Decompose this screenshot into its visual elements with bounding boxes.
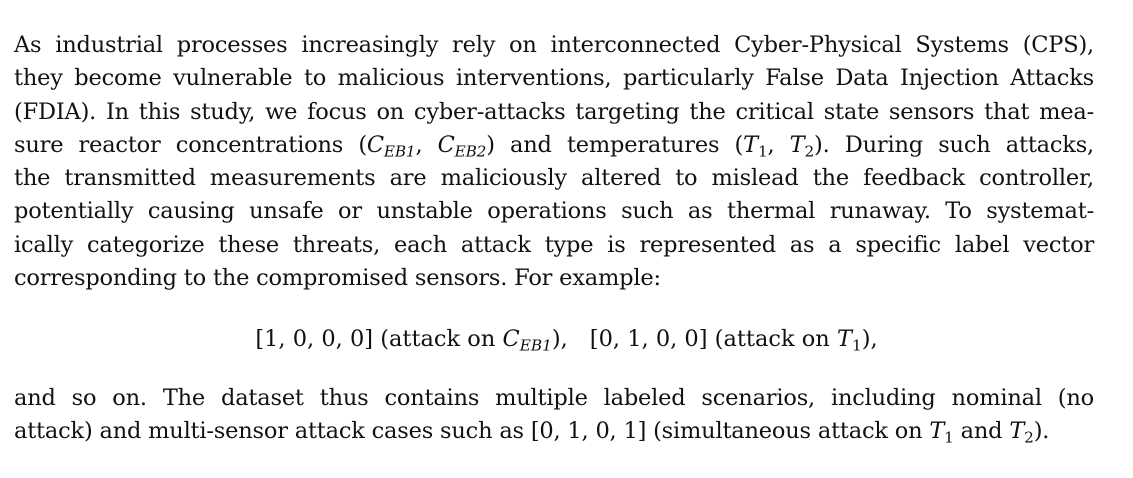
text-run: (attack on [707,326,837,352]
text-run: ), [861,326,878,352]
text-run: ) and temperatures ( [486,131,744,158]
math-t1: T1 [743,131,768,161]
paragraph-line: corresponding to the compromised sensors… [14,265,661,292]
paragraph-line-with-math: sure reactor concentrations (CEB1, CEB2)… [14,129,1094,162]
paragraph-line: potentially causing unsafe or unstable o… [14,198,1094,225]
paragraph-line: ically categorize these threats, each at… [14,231,1094,258]
paragraph-line: and so on. The dataset thus contains mul… [14,385,1094,411]
text-run: and [953,418,1010,445]
text-run: (attack on [373,326,503,352]
paragraph-line-with-math: attack) and multi-sensor attack cases su… [14,415,1094,448]
paragraph-intro: As industrial processes increasingly rel… [14,29,1094,295]
math-t1: T1 [836,326,862,355]
text-run: ). [1033,418,1050,445]
math-c-eb1: CEB1 [502,326,552,355]
text-run: attack) and multi-sensor attack cases su… [14,418,930,445]
text-run: sure reactor concentrations ( [14,131,367,158]
paragraph-line: the transmitted measurements are malicio… [14,165,1094,192]
paragraph-closing: and so on. The dataset thus contains mul… [14,382,1094,449]
display-equation: [1, 0, 0, 0] (attack on CEB1), [0, 1, 0, … [0,322,1133,356]
math-separator: , [767,131,790,158]
paragraph-line: (FDIA). In this study, we focus on cyber… [14,98,1094,125]
math-t2: T2 [789,131,815,161]
math-c-eb2: CEB2 [437,131,487,161]
label-vector-1: [1, 0, 0, 0] [255,326,374,352]
text-run: ). During such attacks, [814,131,1095,158]
label-vector-2: [0, 1, 0, 0] [589,326,708,352]
math-t2: T2 [1009,418,1034,447]
paragraph-line: they become vulnerable to malicious inte… [14,65,1094,92]
math-separator: , [415,131,438,158]
paragraph-line: As industrial processes increasingly rel… [14,32,1094,58]
text-run: ), [551,326,568,352]
math-t1: T1 [929,418,954,447]
math-c-eb1: CEB1 [366,131,416,161]
